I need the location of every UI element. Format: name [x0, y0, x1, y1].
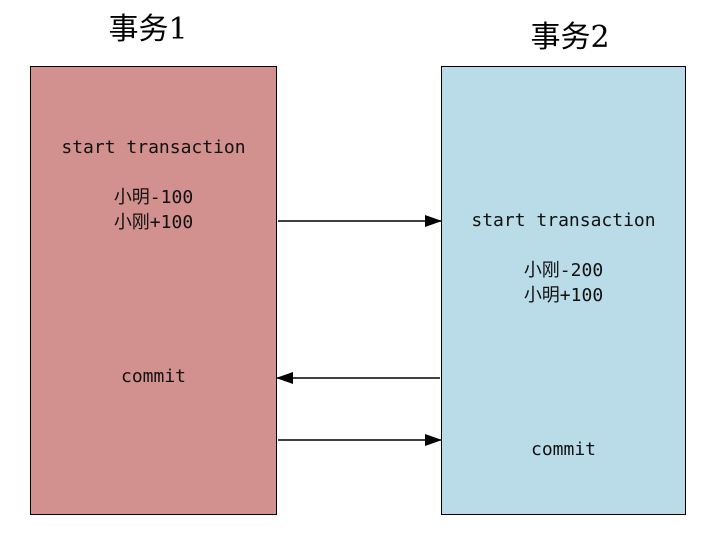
transaction1-box: start transaction 小明-100 小刚+100 commit: [30, 66, 277, 515]
transaction2-box: start transaction 小刚-200 小明+100 commit: [441, 66, 686, 515]
transaction2-operation-2: 小明+100: [523, 285, 604, 306]
transaction1-title: 事务1: [108, 12, 188, 47]
transaction2-start-statement: start transaction: [471, 210, 656, 231]
transaction2-commit-statement: commit: [530, 439, 597, 460]
transaction1-start-statement: start transaction: [61, 137, 246, 158]
arrow-lines: [276, 215, 442, 446]
transaction1-operation-2: 小刚+100: [113, 212, 194, 233]
transaction1-operation-1: 小明-100: [113, 187, 194, 208]
transaction2-title: 事务2: [530, 20, 610, 55]
transaction1-commit-statement: commit: [120, 366, 187, 387]
transaction2-operation-1: 小刚-200: [523, 260, 604, 281]
